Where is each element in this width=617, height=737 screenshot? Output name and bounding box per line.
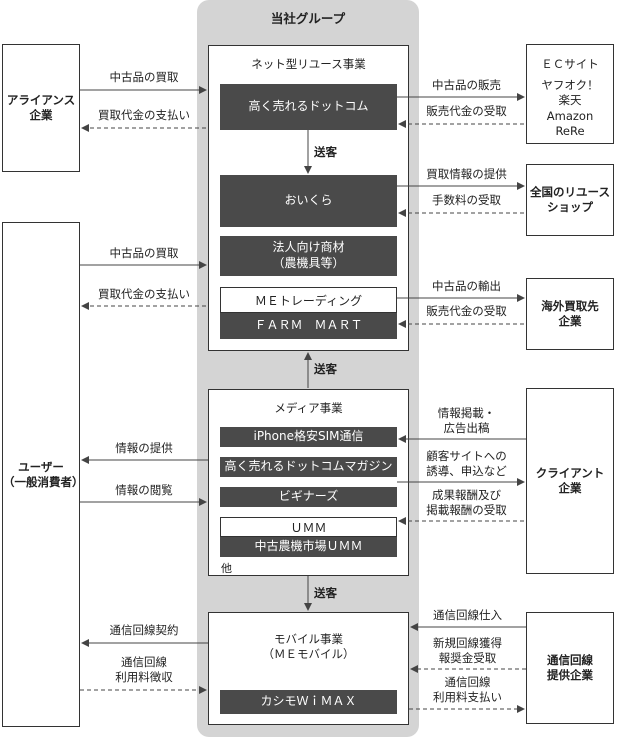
alliance-company-label: アライアンス 企業 xyxy=(6,93,76,122)
user-info-view-label: 情報の閲覧 xyxy=(115,483,173,497)
export-label: 中古品の輸出 xyxy=(432,279,501,293)
send-label-2: 送客 xyxy=(314,362,337,376)
ec-receive-label: 販売代金の受取 xyxy=(426,104,507,118)
user-info-provide-label: 情報の提供 xyxy=(115,441,173,455)
user-pay-label: 買取代金の支払い xyxy=(98,287,190,301)
overseas-buyer-box: 海外買取先 企業 xyxy=(526,278,614,350)
send-label-1: 送客 xyxy=(314,145,337,159)
ec-site-list: ヤフオク！ 楽天 Amazon ReRe xyxy=(541,77,599,139)
send-label-3: 送客 xyxy=(314,586,337,600)
overseas-buyer-label: 海外買取先 企業 xyxy=(541,299,599,328)
corporate-products-service: 法人向け商材 （農機具等） xyxy=(220,236,397,276)
alliance-buy-label: 中古品の買取 xyxy=(109,70,179,84)
iphone-sim-service: iPhone格安SIM通信 xyxy=(220,427,397,447)
umm-service: ＵＭＭ xyxy=(220,517,397,537)
user-label: ユーザー （一般消費者） xyxy=(3,459,84,489)
media-other-label: 他 xyxy=(221,562,232,575)
user-fee-label: 通信回線 利用料徴収 xyxy=(115,655,173,684)
umm-market-service: 中古農機市場ＵＭＭ xyxy=(220,537,397,557)
shop-info-label: 買取情報の提供 xyxy=(426,167,507,181)
alliance-company-box: アライアンス 企業 xyxy=(2,44,80,172)
reuse-shops-label: 全国のリユース ショップ xyxy=(530,185,610,214)
user-contract-label: 通信回線契約 xyxy=(109,623,179,637)
export-receive-label: 販売代金の受取 xyxy=(426,304,507,318)
farm-mart-service: ＦＡＲＭ ＭＡＲＴ xyxy=(220,313,397,339)
beginners-service: ビギナーズ xyxy=(220,487,397,507)
carrier-incentive-label: 新規回線獲得 報奨金受取 xyxy=(433,636,502,665)
alliance-pay-label: 買取代金の支払い xyxy=(98,108,190,122)
mobile-business-title: モバイル事業 （ＭＥモバイル） xyxy=(262,632,355,661)
carrier-company-label: 通信回線 提供企業 xyxy=(547,653,593,682)
client-company-box: クライアント 企業 xyxy=(526,388,614,574)
company-group-title: 当社グループ xyxy=(270,11,346,27)
client-reward-label: 成果報酬及び 掲載報酬の受取 xyxy=(426,488,507,517)
user-buy-label: 中古品の買取 xyxy=(109,246,179,260)
takaku-service: 高く売れるドットコム xyxy=(220,84,397,130)
ec-site-box: ＥＣサイト ヤフオク！ 楽天 Amazon ReRe xyxy=(526,44,614,144)
carrier-buy-label: 通信回線仕入 xyxy=(433,608,502,622)
carrier-pay-label: 通信回線 利用料支払い xyxy=(433,675,502,704)
okura-service: おいくら xyxy=(220,175,397,227)
client-ad-label: 情報掲載・ 広告出稿 xyxy=(437,406,496,435)
reuse-business-title: ネット型リユース事業 xyxy=(251,57,366,71)
ec-site-title: ＥＣサイト xyxy=(541,57,599,71)
client-guide-label: 顧客サイトへの 誘導、申込など xyxy=(426,449,507,478)
media-business-title: メディア事業 xyxy=(274,401,343,415)
shop-fee-label: 手数料の受取 xyxy=(432,193,501,207)
carrier-company-box: 通信回線 提供企業 xyxy=(526,612,614,724)
takaku-magazine-service: 高く売れるドットコムマガジン xyxy=(220,457,397,477)
me-trading-service: ＭＥトレーディング xyxy=(220,287,397,313)
ec-sell-label: 中古品の販売 xyxy=(432,78,501,92)
user-box: ユーザー （一般消費者） xyxy=(2,222,84,727)
kashimo-wimax-service: カシモＷｉＭＡＸ xyxy=(220,690,397,714)
reuse-shops-box: 全国のリユース ショップ xyxy=(526,164,614,236)
client-company-label: クライアント 企業 xyxy=(535,466,605,495)
